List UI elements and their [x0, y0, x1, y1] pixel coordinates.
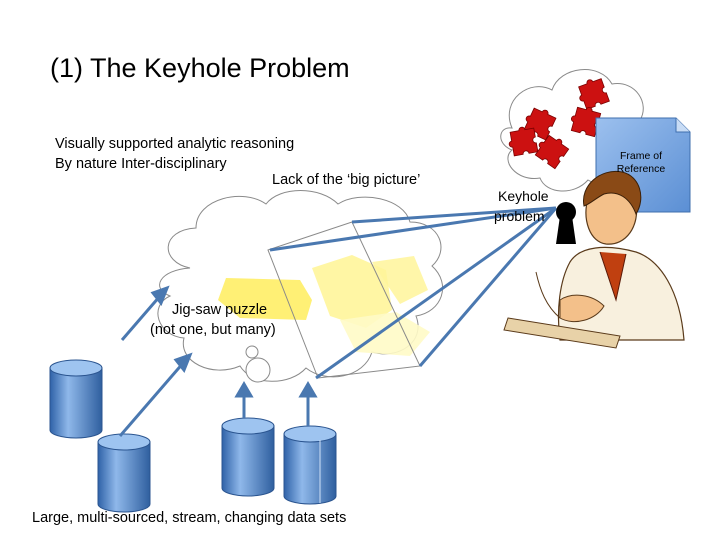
database-icon [221, 417, 275, 497]
data-flow-arrows [118, 285, 318, 437]
frame-of-reference-label: Frame of Reference [616, 150, 666, 175]
keyhole-projection-lines [269, 206, 558, 380]
data-sets-caption: Large, multi-sourced, stream, changing d… [32, 510, 347, 526]
keyhole-label: Keyhole [498, 188, 549, 204]
big-picture-label: Lack of the ‘big picture’ [272, 172, 421, 188]
database-icon [283, 425, 337, 505]
page-title: (1) The Keyhole Problem [50, 53, 350, 83]
keyhole-icon [556, 202, 576, 244]
interdisciplinary-text: By nature Inter-disciplinary [55, 156, 227, 172]
analytic-reasoning-text: Visually supported analytic reasoning [55, 136, 295, 152]
not-one-but-many-label: (not one, but many) [150, 322, 276, 338]
analyst-person-icon [503, 170, 685, 349]
database-icon [97, 433, 151, 513]
database-icon [49, 359, 103, 439]
jigsaw-puzzle-label: Jig-saw puzzle [172, 302, 268, 318]
problem-label: problem [494, 208, 545, 224]
